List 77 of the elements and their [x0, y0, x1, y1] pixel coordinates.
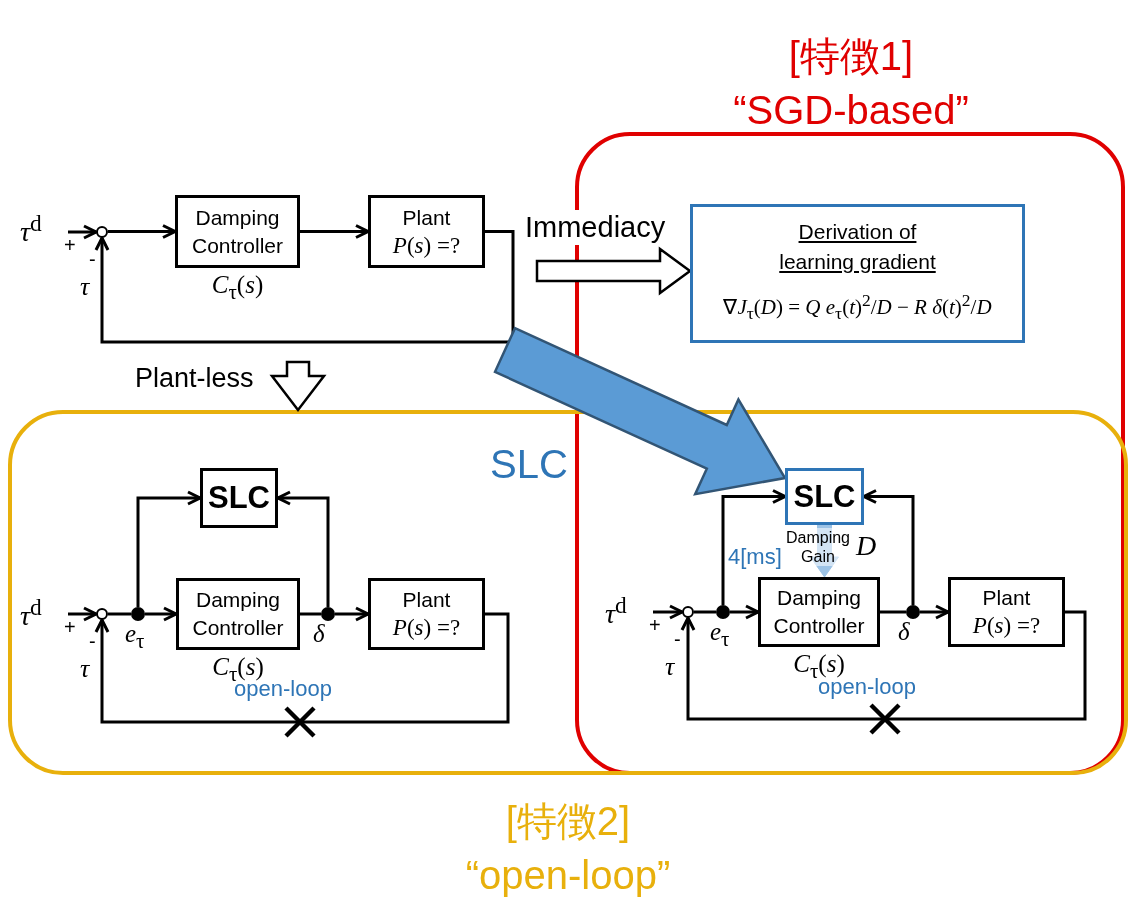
block-box: [368, 578, 485, 650]
block-box: [948, 577, 1065, 647]
block-label: Plant: [401, 587, 452, 613]
signal-label: δ: [898, 617, 910, 647]
transfer-function: P(s) =?: [391, 614, 462, 642]
feedback-arrow: [94, 230, 515, 344]
sign-label: +: [649, 614, 661, 637]
signal-label: τ: [80, 272, 90, 302]
block-label: SLC: [793, 479, 856, 514]
signal-label: τ$^{d}$: [20, 206, 42, 250]
feedback-arrow: [680, 610, 1087, 721]
signal-label: τ$^{d}$: [20, 590, 42, 634]
summing-junction: [96, 608, 108, 620]
feature-title: [特徴1]: [788, 33, 914, 79]
controller-box: [785, 468, 864, 525]
arrow: [721, 489, 787, 605]
arrow: [300, 224, 370, 239]
transfer-function: C$_{τ}$(s): [211, 270, 264, 306]
block-arrow: [493, 326, 787, 496]
block-box: [175, 195, 300, 268]
feature-subtitle: “open-loop”: [465, 852, 671, 898]
arrow: [276, 490, 330, 607]
annotation: 4[ms]: [728, 544, 782, 569]
controller-box: [200, 468, 278, 528]
signal-label: D: [856, 530, 877, 562]
block-label: SLC: [208, 481, 270, 515]
block-label: Damping Controller: [190, 204, 284, 259]
formula-heading: Derivation of learning gradient: [778, 218, 937, 275]
junction-dot: [906, 605, 920, 619]
transfer-function: P(s) =?: [391, 231, 462, 260]
signal-label: τ: [665, 652, 675, 682]
signal-label: e$_{τ}$: [710, 617, 730, 653]
signal-line: [108, 612, 131, 616]
block-arrow: [535, 246, 693, 296]
feature-title: [特徴2]: [505, 798, 631, 844]
summing-junction: [682, 606, 694, 618]
block-label: Plant: [981, 585, 1032, 611]
arrow: [862, 489, 915, 605]
sign-label: +: [64, 234, 76, 257]
formula: ∇J$_{τ}$(D) = Q e$_{τ}$(t)$^{2}$/D − R δ(t)$^{2}$/D: [723, 288, 992, 326]
feature-subtitle: “SGD-based”: [733, 87, 969, 133]
block-label: Damping Controller: [772, 585, 866, 639]
feedback-arrow: [94, 612, 510, 724]
block-arrow: [269, 360, 327, 413]
arrow: [730, 604, 760, 620]
arrow: [920, 604, 950, 620]
signal-line: [694, 610, 716, 614]
junction-dot: [131, 607, 145, 621]
sign-label: +: [64, 616, 76, 639]
signal-label: τ$^{d}$: [605, 588, 627, 632]
transfer-function: P(s) =?: [971, 612, 1042, 640]
gain-arrow: [810, 524, 839, 578]
signal-line: [880, 610, 906, 614]
signal-label: e$_{τ}$: [125, 619, 145, 655]
arrow: [108, 224, 177, 239]
block-box: [758, 577, 880, 647]
arrow: [68, 224, 98, 240]
junction-dot: [716, 605, 730, 619]
signal-label: δ: [313, 619, 325, 649]
arrow: [145, 606, 178, 622]
block-label: Plant: [401, 204, 452, 231]
edge-label: Immediacy: [525, 210, 666, 245]
block-box: [368, 195, 485, 268]
sign-label: -: [89, 630, 96, 653]
arrow: [335, 606, 370, 622]
summing-junction: [96, 226, 108, 238]
formula-box: [690, 204, 1025, 343]
sign-label: -: [89, 248, 96, 271]
sign-label: -: [674, 628, 681, 651]
block-label: Damping Controller: [191, 587, 285, 641]
junction-dot: [321, 607, 335, 621]
signal-line: [300, 612, 321, 616]
block-box: [176, 578, 300, 650]
signal-label: τ: [80, 654, 90, 684]
arrow: [136, 490, 202, 607]
arrow: [653, 604, 684, 620]
arrow: [68, 606, 98, 622]
